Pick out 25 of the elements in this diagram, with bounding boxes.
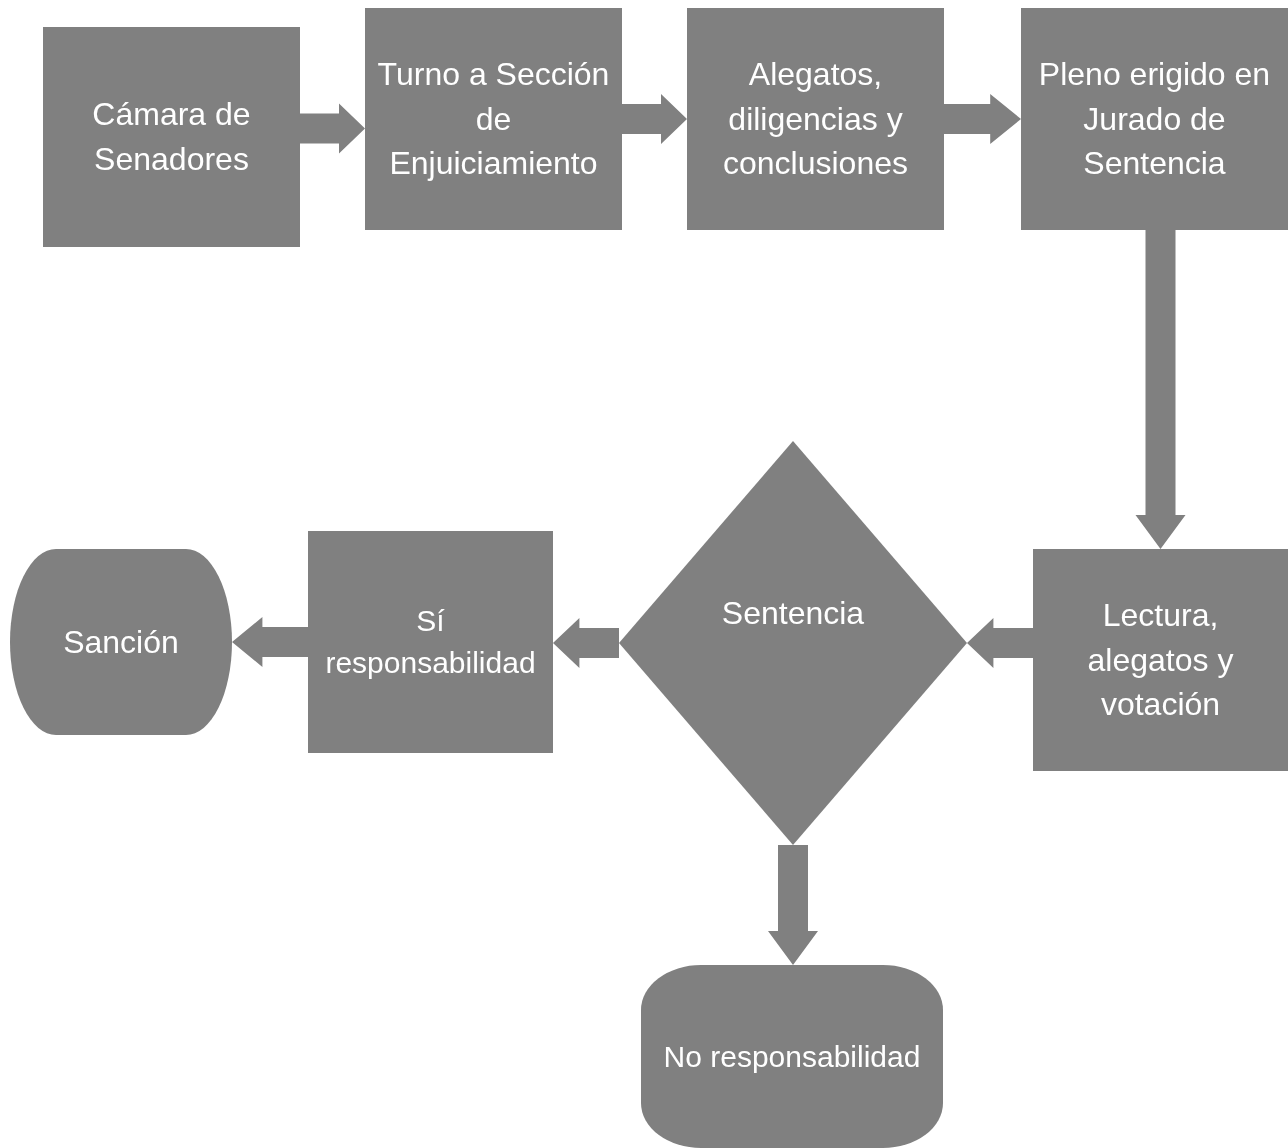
arrow	[232, 617, 308, 667]
arrow	[622, 94, 687, 144]
arrow	[967, 618, 1033, 668]
node-label: Lectura, alegatos y votación	[1086, 595, 1235, 725]
arrow	[768, 845, 818, 965]
process-box	[1033, 549, 1288, 771]
node-label: Cámara de Senadores	[91, 95, 252, 179]
arrow	[553, 618, 619, 668]
node-label: Sanción	[62, 622, 180, 662]
process-box	[43, 27, 300, 247]
process-box	[1021, 8, 1288, 230]
arrow	[1135, 230, 1186, 549]
terminal-shape	[641, 965, 943, 1148]
node-label: Sí responsabilidad	[324, 603, 537, 681]
arrow	[944, 94, 1021, 144]
decision-diamond	[619, 441, 967, 845]
node-label: Pleno erigido en Jurado de Sentencia	[1037, 54, 1272, 184]
arrow	[300, 103, 365, 154]
process-box	[365, 8, 622, 230]
node-label: Turno a Sección de Enjuiciamiento	[376, 54, 611, 184]
process-box	[687, 8, 944, 230]
node-label: No responsabilidad	[662, 1038, 922, 1075]
node-label: Alegatos, diligencias y conclusiones	[722, 54, 909, 184]
process-box	[308, 531, 553, 753]
node-label: Sentencia	[720, 594, 866, 633]
